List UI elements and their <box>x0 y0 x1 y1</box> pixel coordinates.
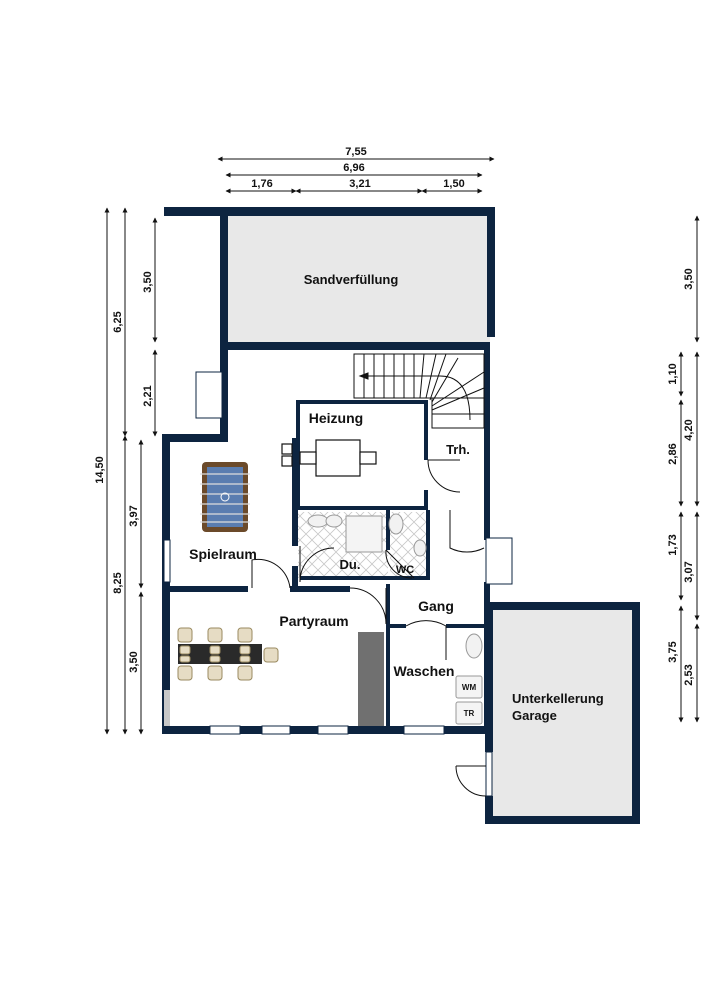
door-waschen <box>405 620 447 660</box>
foosball-table <box>200 462 250 532</box>
dim-top-inner: 6,96 <box>343 162 364 174</box>
dim-right-seg-d: 2,86 <box>667 443 679 464</box>
dim-right-seg-h: 2,53 <box>683 664 695 685</box>
dim-right-seg-c: 4,20 <box>683 419 695 440</box>
dimensions-left <box>104 207 158 735</box>
door-trh-gang <box>449 510 485 553</box>
dim-top-seg2: 3,21 <box>349 178 370 190</box>
floor-sandverfuellung <box>224 214 490 344</box>
room-label-sandverfuellung: Sandverfüllung <box>304 272 399 287</box>
dimensions-right <box>678 215 700 723</box>
room-label-waschen: Waschen <box>394 663 455 679</box>
bar-counter <box>358 632 384 726</box>
dim-left-seg-c: 3,97 <box>128 505 140 526</box>
dim-right-seg-a: 3,50 <box>683 268 695 289</box>
room-label-treppenhaus: Trh. <box>446 442 470 457</box>
dim-right-seg-b: 1,10 <box>667 363 679 384</box>
doors <box>251 459 487 797</box>
window-spielraum <box>163 539 171 583</box>
dim-left-upper: 6,25 <box>112 311 124 332</box>
windows <box>163 371 513 797</box>
window-garage-side <box>485 751 493 797</box>
door-outside <box>455 765 487 797</box>
dim-right-seg-g: 3,75 <box>667 641 679 662</box>
dim-right-seg-e: 1,73 <box>667 534 679 555</box>
room-label-garage-line2: Garage <box>512 708 557 723</box>
door-partyraum <box>349 587 387 625</box>
dim-right-seg-f: 3,07 <box>683 561 695 582</box>
window-party-2 <box>261 725 291 735</box>
dryer <box>455 701 483 725</box>
room-label-garage-line1: Unterkellerung <box>512 691 604 706</box>
window-party-3 <box>317 725 349 735</box>
bathroom-fixtures <box>307 513 427 557</box>
room-label-gang: Gang <box>418 598 454 614</box>
laundry-sink <box>465 633 483 659</box>
dim-left-seg-a: 3,50 <box>142 271 154 292</box>
dim-left-seg-b: 2,21 <box>142 385 154 406</box>
dim-top-overall: 7,55 <box>345 146 366 158</box>
room-labels: Sandverfüllung Heizung Trh. Spielraum Du… <box>189 272 604 723</box>
window-waschen <box>403 725 445 735</box>
dim-top-seg1: 1,76 <box>251 178 272 190</box>
floor-garage <box>490 608 634 820</box>
door-du <box>299 546 335 583</box>
door-wc <box>385 549 415 579</box>
staircase <box>353 353 485 429</box>
dimension-labels-left: 14,50 6,25 8,25 3,50 2,21 3,97 3,50 <box>94 271 154 672</box>
dimension-labels-right: 3,50 1,10 4,20 2,86 1,73 3,07 3,75 2,53 <box>667 268 695 685</box>
window-gang <box>485 537 513 585</box>
heating-unit <box>281 439 377 477</box>
door-spielraum <box>251 558 291 589</box>
dimensions-top <box>217 156 495 194</box>
room-label-heizung: Heizung <box>309 410 363 426</box>
wall-cabinet <box>164 690 170 726</box>
window-heizung-left <box>195 371 223 419</box>
room-label-partyraum: Partyraum <box>279 613 348 629</box>
washing-machine <box>455 675 483 699</box>
room-label-spielraum: Spielraum <box>189 546 257 562</box>
dim-left-total: 14,50 <box>94 456 106 484</box>
dim-left-lower: 8,25 <box>112 572 124 593</box>
door-trh <box>427 459 461 493</box>
window-party-1 <box>209 725 241 735</box>
dim-left-seg-d: 3,50 <box>128 651 140 672</box>
room-label-dusche: Du. <box>340 557 361 572</box>
room-label-wc: WC <box>396 564 414 576</box>
laundry-appliances: WM TR <box>455 633 483 725</box>
dim-top-seg3: 1,50 <box>443 178 464 190</box>
dining-table <box>177 627 279 681</box>
washing-machine-label: WM <box>462 683 477 692</box>
dryer-label: TR <box>464 709 475 718</box>
dimension-labels-top: 7,55 6,96 1,76 3,21 1,50 <box>251 146 464 190</box>
